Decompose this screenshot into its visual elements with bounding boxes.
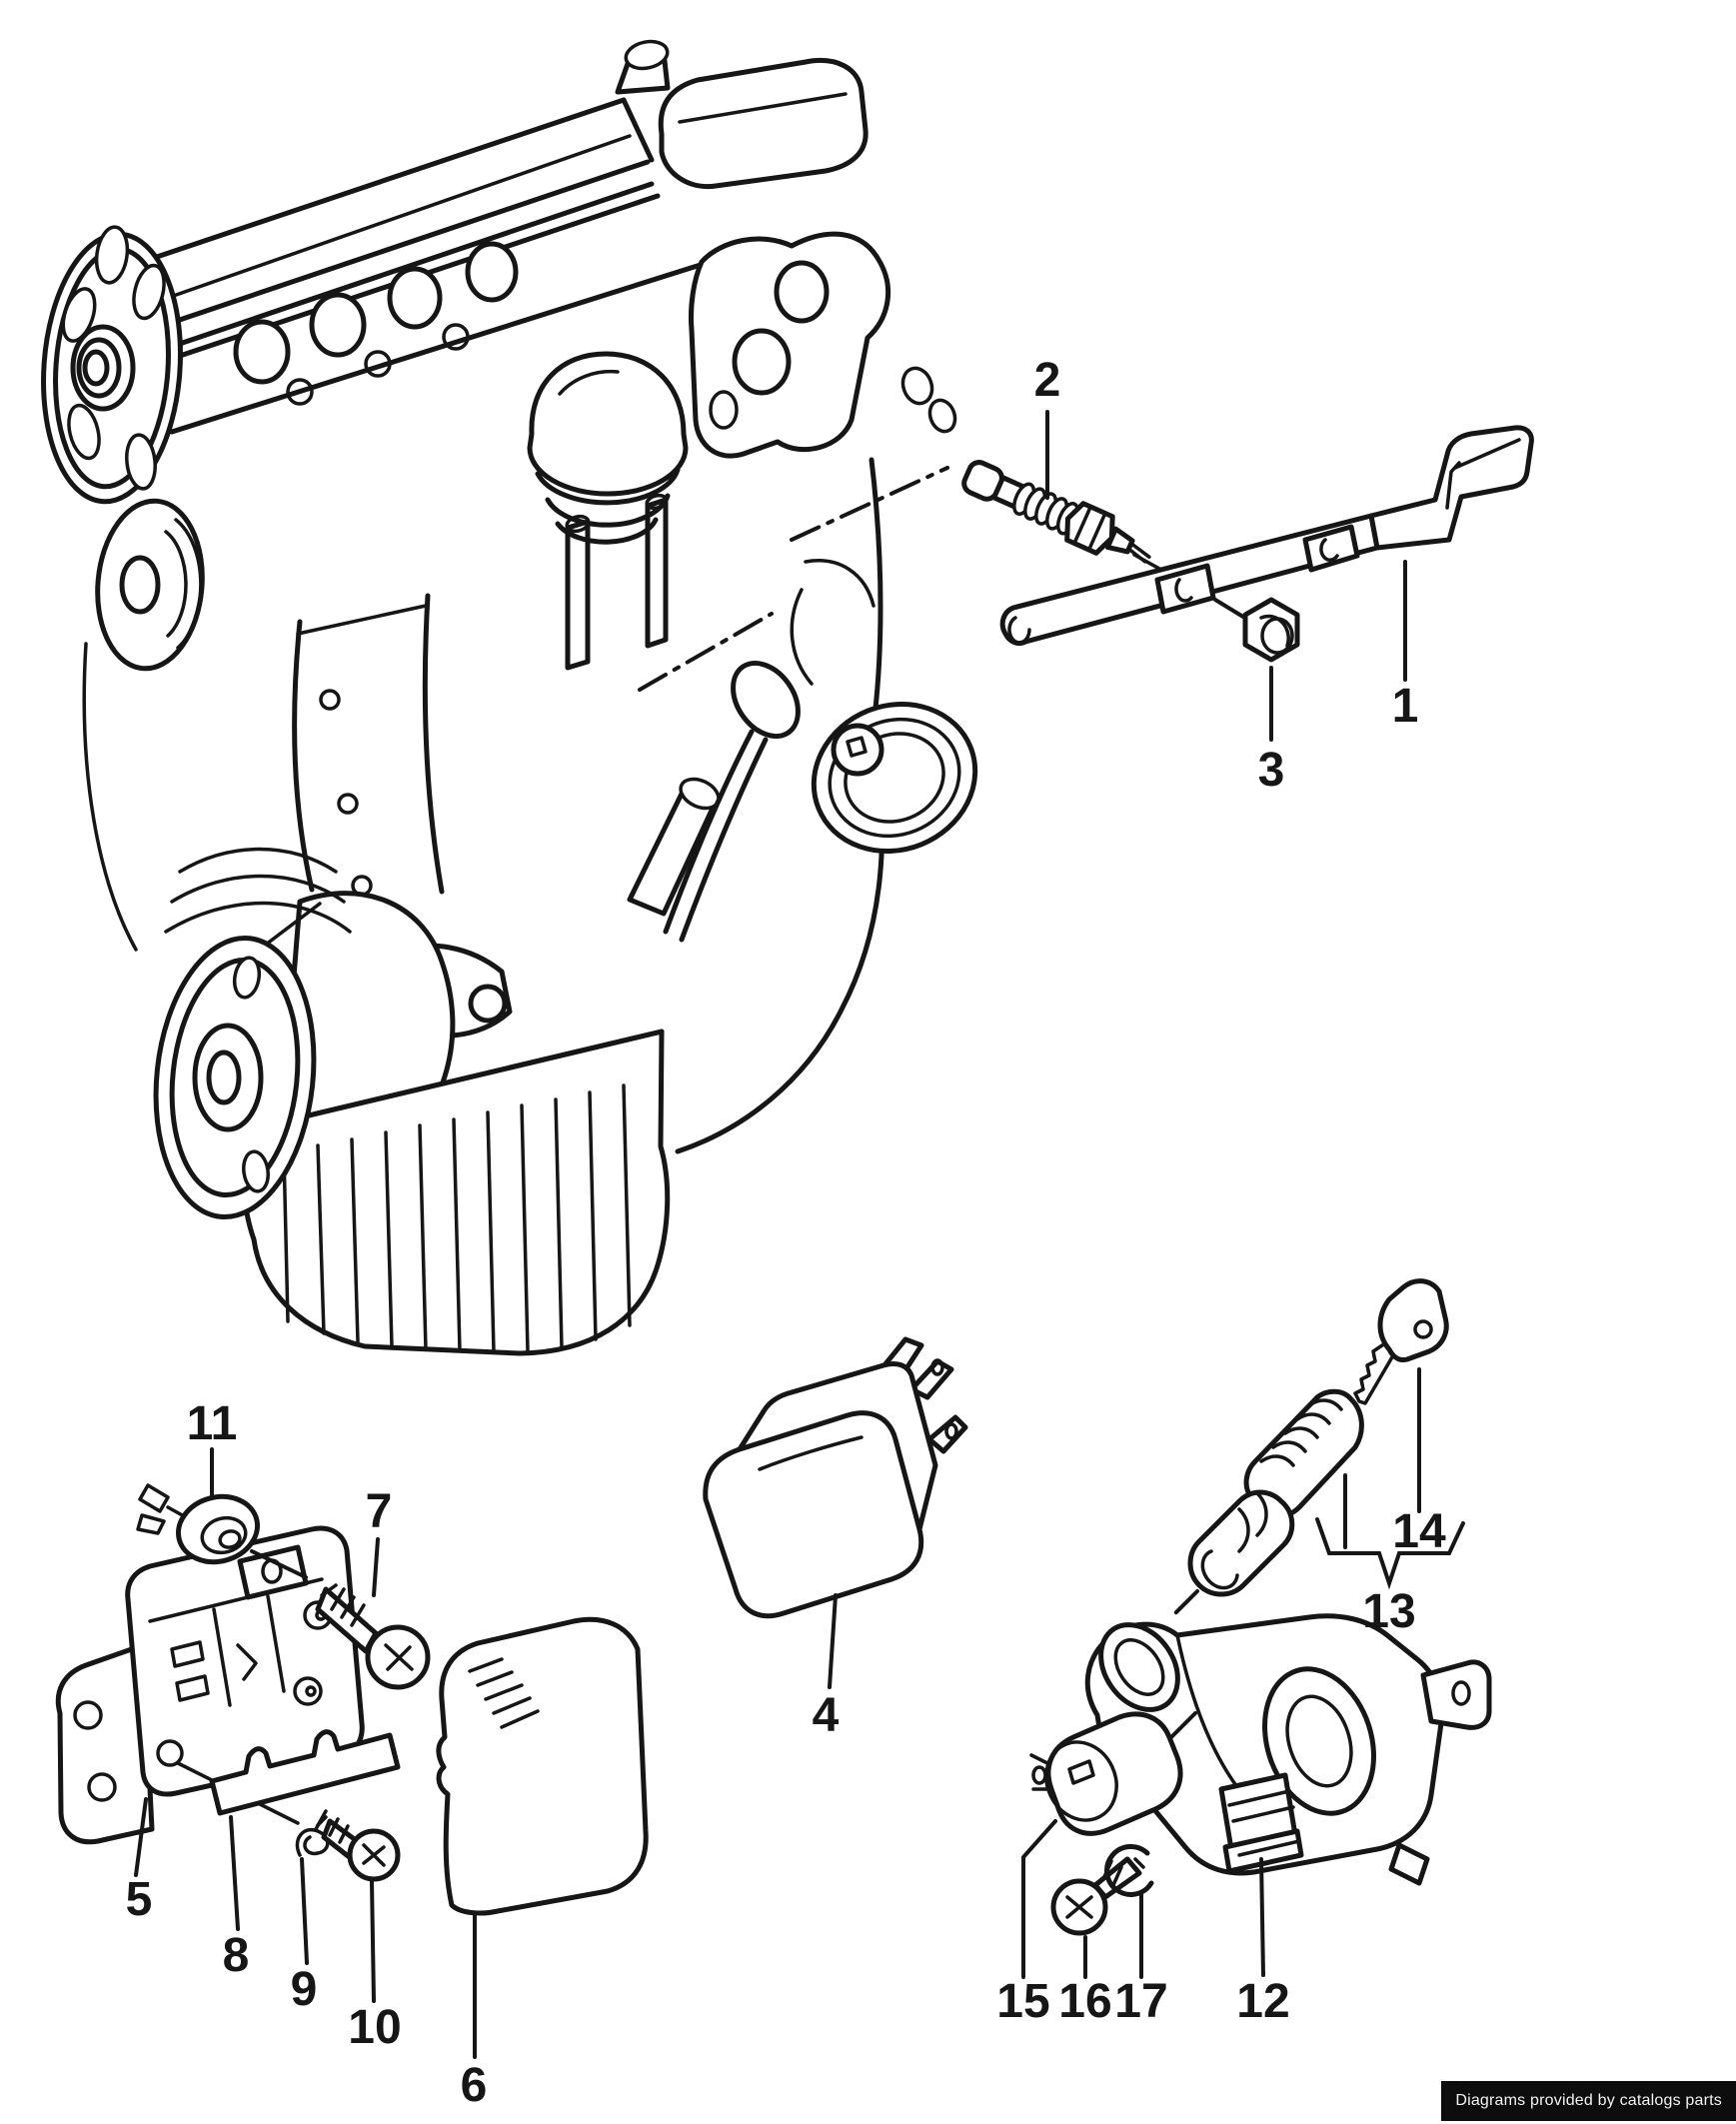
callout-4-label: 4 — [813, 1689, 840, 1742]
ignition-starter-switch — [1029, 1711, 1197, 1836]
callout-6: 6 — [461, 1913, 488, 2112]
callout-11-label: 11 — [187, 1397, 238, 1450]
callout-17-label: 17 — [1114, 1975, 1167, 2028]
oil-filter — [790, 559, 978, 854]
callout-12: 12 — [1236, 1857, 1290, 2028]
callout-6-label: 6 — [461, 2059, 488, 2112]
expanding-rivet — [136, 1483, 308, 1579]
glow-plug-bus-bar — [999, 425, 1534, 647]
callout-10: 10 — [348, 1879, 402, 2054]
callout-8: 8 — [223, 1815, 250, 1982]
lifting-bracket — [689, 231, 891, 459]
callout-5-label: 5 — [126, 1873, 153, 1926]
callout-15: 15 — [996, 1819, 1057, 2028]
callout-5: 5 — [126, 1797, 153, 1926]
callout-13-label: 13 — [1362, 1585, 1415, 1638]
screw-10 — [316, 1815, 401, 1882]
callout-16-label: 16 — [1058, 1975, 1111, 2028]
callout-16: 16 — [1058, 1935, 1112, 2028]
water-pump-pulley — [153, 936, 317, 1219]
callout-4: 4 — [813, 1593, 840, 1742]
crank-pulley — [95, 498, 205, 672]
pulley-with-holes — [41, 225, 183, 505]
callout-1: 1 — [1392, 560, 1419, 733]
callouts: 1 2 3 4 5 6 7 8 — [126, 354, 1446, 2112]
watermark-banner: Diagrams provided by catalogs parts — [1441, 2081, 1736, 2121]
retaining-strip — [209, 1729, 401, 1816]
callout-1-label: 1 — [1392, 680, 1419, 733]
glow-plug-relay — [703, 1336, 968, 1619]
callout-15-label: 15 — [996, 1975, 1049, 2028]
callout-13: 13 — [1362, 1585, 1415, 1638]
callout-2: 2 — [1034, 354, 1061, 500]
controller-cover — [436, 1616, 649, 1916]
engine-assembly — [41, 39, 978, 1356]
dipstick — [627, 661, 801, 943]
lock-cylinder-bushing — [1169, 1489, 1295, 1619]
hex-nut — [1242, 597, 1300, 663]
callout-11: 11 — [187, 1397, 238, 1499]
circlip — [1104, 1844, 1154, 1897]
glow-plug-control-unit — [55, 1525, 365, 1845]
callout-8-label: 8 — [223, 1929, 250, 1982]
callout-3: 3 — [1258, 666, 1285, 797]
dash-dot-centerline — [638, 612, 774, 692]
ignition-lock-housing — [1084, 1613, 1492, 1886]
watermark-text: Diagrams provided by catalogs parts — [1455, 2092, 1722, 2109]
callout-10-label: 10 — [348, 2001, 401, 2054]
cover-top-box — [658, 58, 868, 190]
callout-14-label: 14 — [1392, 1505, 1446, 1558]
oil-filler-cap — [527, 351, 689, 545]
callout-9: 9 — [291, 1857, 318, 2016]
callout-7: 7 — [366, 1485, 393, 1597]
callout-17: 17 — [1114, 1891, 1168, 2028]
callout-bracket-13-14 — [1315, 1473, 1465, 1590]
callout-7-label: 7 — [366, 1485, 393, 1538]
callout-2-label: 2 — [1034, 354, 1061, 407]
screw-7 — [315, 1583, 431, 1690]
dash-dot-centerline — [790, 466, 949, 542]
callout-9-label: 9 — [291, 1963, 318, 2016]
glow-plug — [961, 460, 1151, 564]
callout-14: 14 — [1392, 1367, 1446, 1558]
callout-12-label: 12 — [1236, 1975, 1289, 2028]
callout-3-label: 3 — [1258, 744, 1285, 797]
oil-pan — [241, 1029, 671, 1356]
